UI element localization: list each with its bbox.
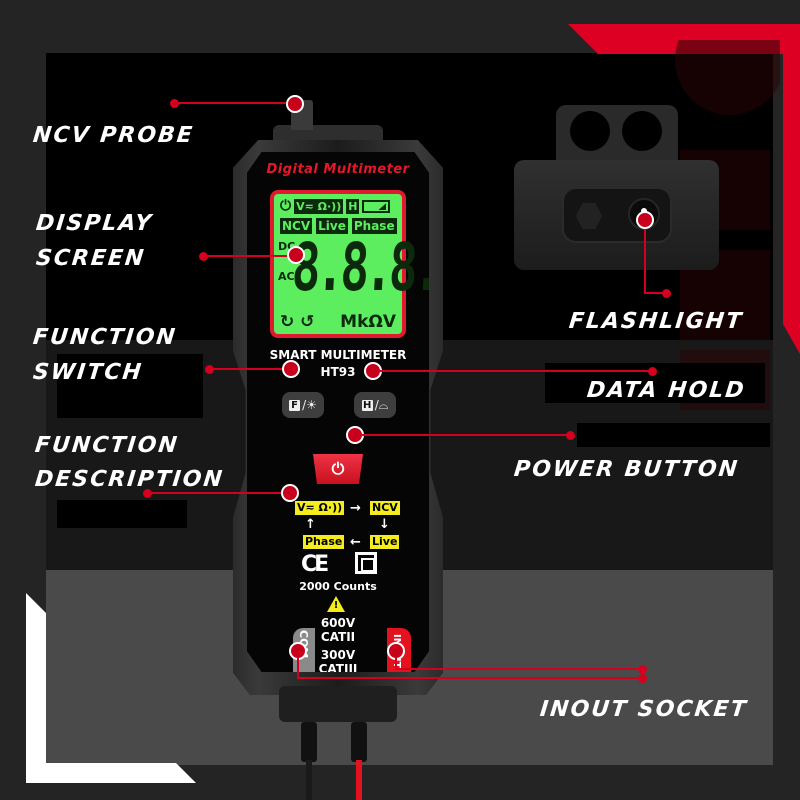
brand-text: Digital Multimeter [266,162,410,177]
lcd-hold-indicator: H [346,199,360,214]
callout-line [297,677,642,679]
pen-clip [556,105,678,165]
flashlight-marker [636,211,654,229]
callout-line [395,668,642,670]
red-wire [356,760,362,800]
callout-line [395,658,397,669]
input-lead [351,722,367,762]
label-input-socket: INOUT SOCKET [538,697,749,722]
model-code: HT93 [320,365,356,379]
callout-dot [648,367,657,376]
lcd-ncv-indicator: NCV [280,218,313,234]
label-function-description-line1: FUNCTION [33,433,181,458]
power-button[interactable]: ⏻ [313,454,363,484]
lcd-units: MkΩV [340,312,396,332]
lcd-function-row: NCV Live Phase [280,218,397,234]
callout-dot [662,289,671,298]
function-switch-marker [282,360,300,378]
function-description-marker [281,484,299,502]
com-lead [301,722,317,762]
data-hold-button[interactable]: H /⌓ [354,392,396,418]
callout-line [644,229,646,293]
counts-label: 2000 Counts [299,580,377,593]
backlight-icon: /⌓ [374,397,389,412]
warning-icon: ! [327,596,345,612]
callout-line [203,255,293,257]
label-function-switch-line2: SWITCH [31,360,145,385]
arrow-right-icon: → [350,501,361,516]
label-power-button: POWER BUTTON [512,457,741,482]
callout-line [297,658,299,678]
callout-line [380,370,652,372]
cat-iii: CATIII [318,662,358,676]
callout-dot [638,665,647,674]
auto-power-icon: ⏻ [280,198,292,214]
function-switch-button[interactable]: F /☀ [282,392,324,418]
arrow-left-icon: ← [350,535,361,550]
model-title: SMART MULTIMETER [269,348,407,362]
hold-badge: H [361,399,373,411]
black-wire [306,760,312,800]
rotate-icon: ↻ ↺ [280,312,315,332]
cat-ii: CATII [320,630,356,644]
label-data-hold: DATA HOLD [585,378,747,403]
callout-line [362,434,572,436]
label-ncv-probe: NCV PROBE [31,123,196,148]
rating-600v: 600V [320,616,356,630]
battery-icon [362,200,391,213]
lcd-live-indicator: Live [316,218,348,234]
display-marker [287,246,305,264]
lcd-digits: 8.8.8.8 [290,229,464,306]
function-badge: F [289,399,301,411]
label-display-line1: DISPLAY [34,211,155,236]
label-function-switch-line1: FUNCTION [31,325,179,350]
lcd-ac-label: AC [278,270,295,283]
flashlight-icon: /☀ [302,398,317,412]
test-lead-plug [279,686,397,722]
callout-dot [638,674,647,683]
callout-line [644,292,666,294]
rating-300v: 300V [320,648,356,662]
fd-ncv-tag: NCV [370,501,400,515]
callout-line [209,368,289,370]
label-display-line2: SCREEN [34,246,147,271]
fd-phase-tag: Phase [303,535,345,549]
label-backdrop [577,423,770,447]
label-backdrop [57,500,187,528]
lcd-phase-indicator: Phase [351,218,397,234]
arrow-down-icon: ↓ [379,517,390,532]
double-insulation-icon [355,552,377,574]
power-icon: ⏻ [331,459,345,478]
multimeter-device: Digital Multimeter ⏻ V≂ Ω·)) H NCV Live … [233,100,443,800]
callout-line [174,102,289,104]
lcd-units-row: ↻ ↺ MkΩV [280,312,396,332]
ce-mark-icon: CE [301,552,329,577]
lcd-display: ⏻ V≂ Ω·)) H NCV Live Phase DC AC 8.8.8.8… [270,190,464,338]
label-flashlight: FLASHLIGHT [567,309,745,334]
arrow-up-icon: ↑ [305,517,316,532]
lcd-status-row: ⏻ V≂ Ω·)) H [280,198,391,215]
white-corner-decoration [26,593,196,783]
lcd-mode-indicator: V≂ Ω·)) [294,199,344,214]
device-face: Digital Multimeter ⏻ V≂ Ω·)) H NCV Live … [247,152,429,672]
fd-voltage-tag: V≂ Ω·)) [295,501,345,515]
fd-live-tag: Live [370,535,400,549]
callout-line [147,492,289,494]
ncv-probe-marker [286,95,304,113]
callout-dot [566,431,575,440]
label-backdrop [57,354,203,418]
